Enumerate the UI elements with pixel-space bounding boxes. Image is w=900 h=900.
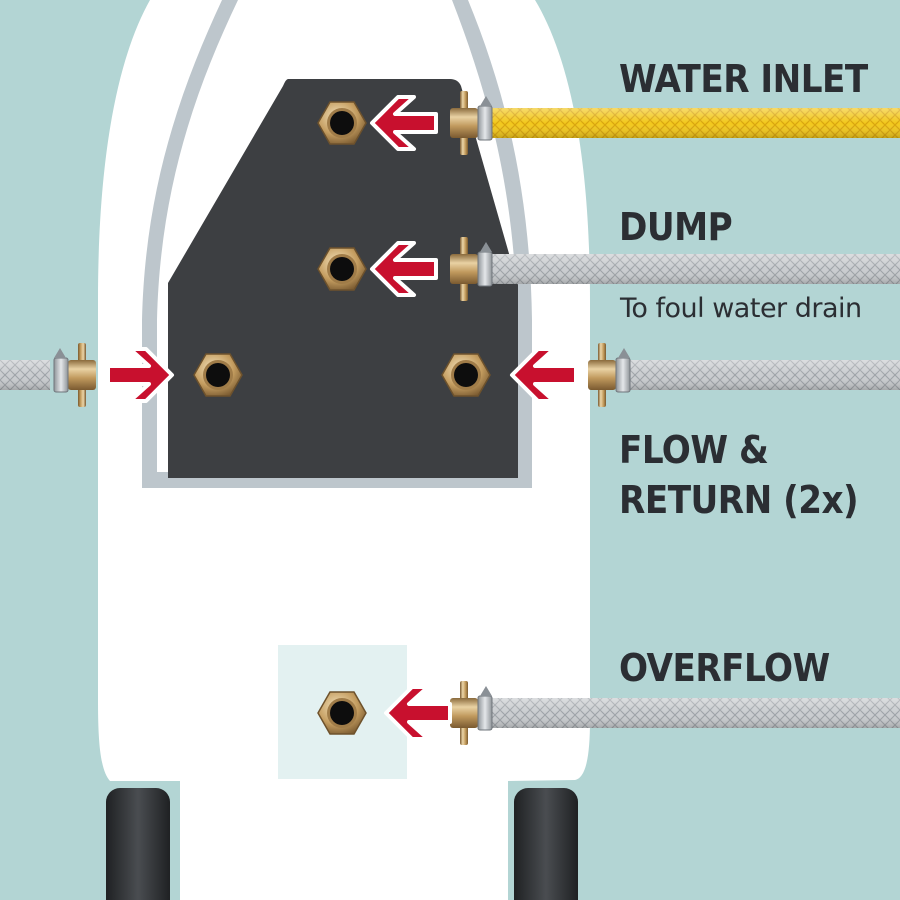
flow-arrow-icon [106, 347, 174, 403]
dump-arrow-icon [370, 241, 438, 297]
overflow-label: OVERFLOW [619, 646, 830, 690]
return-fitting [588, 343, 631, 407]
left-wheel [106, 788, 170, 900]
water-inlet-port [317, 101, 367, 145]
dump-hose [490, 254, 900, 284]
water-inlet-fitting [450, 91, 493, 155]
overflow-arrow-icon [384, 685, 452, 741]
dump-port [317, 247, 367, 291]
overflow-hose [490, 698, 900, 728]
water-inlet-arrow-icon [370, 95, 438, 151]
return-hose [628, 360, 900, 390]
dump-label: DUMP [619, 205, 733, 249]
water-inlet-label: WATER INLET [619, 57, 868, 101]
flow-fitting [53, 343, 96, 407]
overflow-fitting [450, 681, 493, 745]
dump-fitting [450, 237, 493, 301]
water-inlet-hose [490, 108, 900, 138]
return-arrow-icon [510, 347, 578, 403]
flow-hose [0, 360, 50, 390]
dump-note: To foul water drain [620, 293, 862, 324]
return-port [441, 353, 491, 397]
flow-port [193, 353, 243, 397]
right-wheel [514, 788, 578, 900]
overflow-port [317, 691, 367, 735]
flow-return-label-line2: RETURN (2x) [619, 478, 859, 522]
flow-return-label-line1: FLOW & [619, 428, 769, 472]
